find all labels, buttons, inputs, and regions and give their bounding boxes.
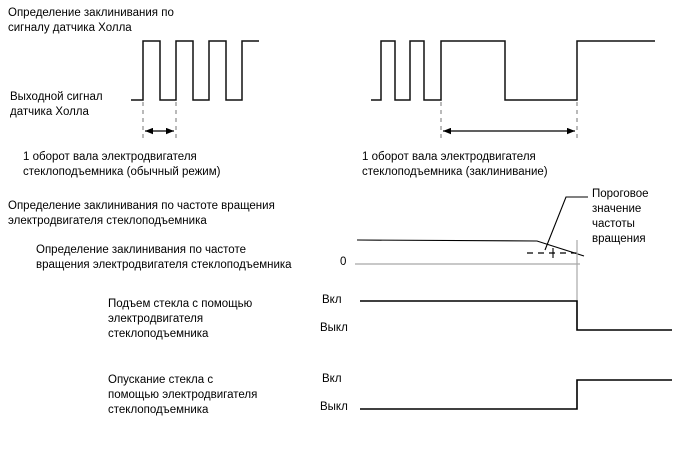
window-up-waveform: [360, 300, 672, 331]
window-down-waveform: [360, 379, 672, 410]
hall-waveform-normal: [131, 40, 259, 101]
speed-section-heading-line2: электродвигателя стеклоподъемника: [8, 215, 207, 227]
threshold-callout-leader: [544, 196, 588, 251]
window-down-label-line1: Опускание стекла с: [108, 374, 214, 386]
jam-period-marker: [440, 102, 578, 140]
window-down-label-line3: стеклоподъемника: [108, 404, 209, 416]
hall-section-heading-line1: Определение заклинивания по: [8, 7, 174, 19]
speed-section-heading-line1: Определение заклинивания по частоте вращ…: [8, 200, 275, 212]
speed-subheading-line2: вращения электродвигателя стеклоподъемни…: [36, 259, 292, 271]
window-up-state-on: Вкл: [322, 294, 342, 306]
normal-mode-caption-line1: 1 оборот вала электродвигателя: [23, 151, 197, 163]
threshold-label-line2: значение: [592, 203, 642, 215]
window-up-label-line2: электродвигателя: [108, 313, 204, 325]
window-down-state-on: Вкл: [322, 373, 342, 385]
hall-signal-label-line2: датчика Холла: [10, 106, 89, 118]
speed-subheading-line1: Определение заклинивания по частоте: [36, 244, 246, 256]
normal-period-marker: [142, 102, 177, 140]
jam-mode-caption-line1: 1 оборот вала электродвигателя: [362, 151, 536, 163]
hall-waveform-jam: [371, 40, 655, 101]
window-up-label-line3: стеклоподъемника: [108, 328, 209, 340]
hall-signal-label-line1: Выходной сигнал: [10, 91, 103, 103]
normal-mode-caption-line2: стеклоподъемника (обычный режим): [23, 166, 221, 178]
window-up-state-off: Выкл: [320, 322, 348, 334]
speed-zero-label: 0: [340, 256, 347, 268]
window-up-label-line1: Подъем стекла с помощью: [108, 298, 253, 310]
threshold-label-line1: Пороговое: [592, 188, 649, 200]
rotation-speed-trace: [355, 239, 585, 265]
threshold-label-line3: частоты: [592, 218, 635, 230]
hall-section-heading-line2: сигналу датчика Холла: [8, 22, 132, 34]
window-down-state-off: Выкл: [320, 401, 348, 413]
threshold-label-line4: вращения: [592, 233, 646, 245]
window-down-label-line2: помощью электродвигателя: [108, 389, 258, 401]
jam-mode-caption-line2: стеклоподъемника (заклинивание): [362, 166, 548, 178]
